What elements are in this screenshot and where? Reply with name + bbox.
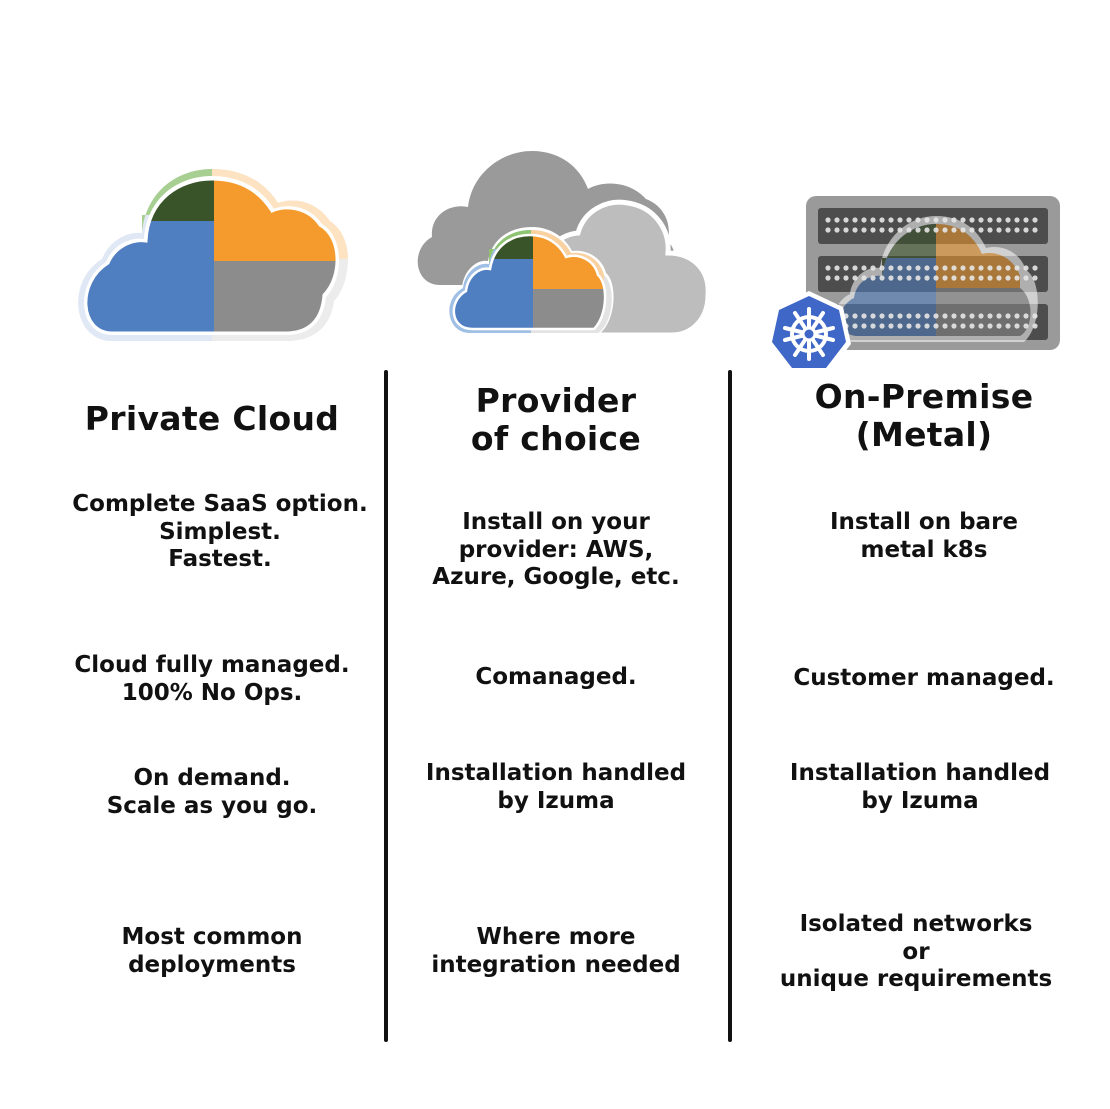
private-cloud-icon xyxy=(78,169,348,341)
column-divider-left xyxy=(384,370,388,1042)
on-premise-row-3: Installation handled by Izuma xyxy=(789,760,1051,814)
column-title-private-cloud: Private Cloud xyxy=(84,399,340,438)
private-cloud-row-4: Most common deployments xyxy=(121,924,303,978)
provider-row-4: Where more integration needed xyxy=(431,924,681,978)
on-premise-row-4: Isolated networks or unique requirements xyxy=(779,911,1053,992)
column-divider-right xyxy=(728,370,732,1042)
on-premise-row-1: Install on bare metal k8s xyxy=(829,509,1019,563)
provider-row-1: Install on your provider: AWS, Azure, Go… xyxy=(432,509,680,590)
kubernetes-icon xyxy=(767,291,851,373)
provider-clouds-icon xyxy=(417,151,711,338)
private-cloud-row-1: Complete SaaS option. Simplest. Fastest. xyxy=(72,491,368,572)
provider-row-2: Comanaged. xyxy=(475,664,637,690)
server-rack-icon xyxy=(806,196,1060,350)
column-title-on-premise: On-Premise (Metal) xyxy=(814,377,1034,454)
private-cloud-row-2: Cloud fully managed. 100% No Ops. xyxy=(74,652,350,706)
on-premise-row-2: Customer managed. xyxy=(793,665,1055,691)
private-cloud-row-3: On demand. Scale as you go. xyxy=(106,765,318,819)
provider-row-3: Installation handled by Izuma xyxy=(425,760,687,814)
column-title-provider-of-choice: Provider of choice xyxy=(470,381,642,458)
